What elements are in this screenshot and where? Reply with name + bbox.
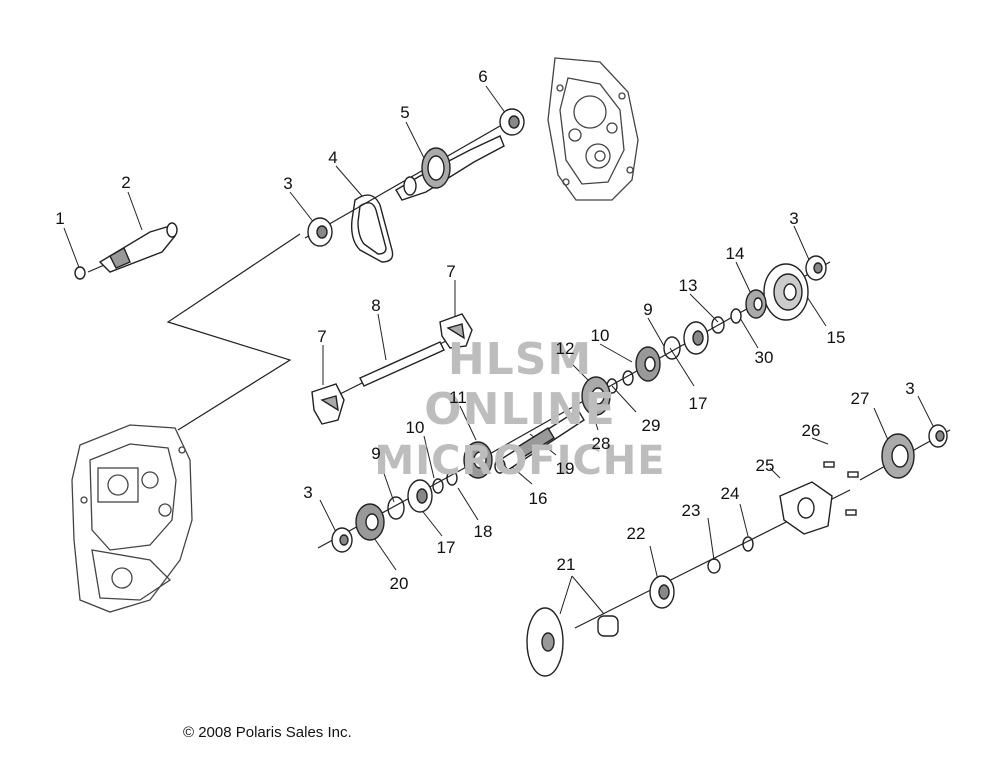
callout-23: 23 xyxy=(682,501,701,520)
callout-30: 30 xyxy=(755,348,774,367)
part-1-nut xyxy=(74,266,86,280)
part-4-drive-chain xyxy=(350,194,394,263)
callout-9: 9 xyxy=(643,300,652,319)
part-23-snap-ring xyxy=(707,558,721,574)
part-25-bearing-bracket xyxy=(779,481,833,535)
part-17-bearing-a xyxy=(683,321,709,355)
part-22-bearing xyxy=(649,575,675,609)
callout-28: 28 xyxy=(592,434,611,453)
callout-5: 5 xyxy=(400,103,409,122)
part-30-washer xyxy=(730,308,742,324)
part-3-bearing-a xyxy=(307,217,333,247)
callout-12: 12 xyxy=(556,339,575,358)
callout-29: 29 xyxy=(642,416,661,435)
callout-3: 3 xyxy=(303,483,312,502)
callout-7: 7 xyxy=(446,262,455,281)
callout-27: 27 xyxy=(851,389,870,408)
part-8-shift-rod xyxy=(359,341,445,387)
callout-labels: 1 2 3 4 5 6 7 7 8 3 14 13 9 10 12 15 30 … xyxy=(55,67,914,593)
callout-1: 1 xyxy=(55,209,64,228)
part-5-drive-gear-shaft xyxy=(395,135,505,201)
part-7-shift-fork-a xyxy=(311,383,345,425)
callout-20: 20 xyxy=(390,574,409,593)
part-29-ring xyxy=(622,370,634,386)
part-18-ring xyxy=(446,470,458,486)
part-6-bearing xyxy=(499,108,525,136)
part-7-shift-fork-b xyxy=(439,313,473,349)
callout-17: 17 xyxy=(689,394,708,413)
watermark-line-2: ONLINE xyxy=(424,384,616,435)
callout-24: 24 xyxy=(721,484,740,503)
part-15-gear xyxy=(763,263,809,321)
part-10-sprocket-a xyxy=(635,346,661,382)
callout-13: 13 xyxy=(679,276,698,295)
callout-19: 19 xyxy=(556,459,575,478)
watermark-line-1: HLSM xyxy=(448,334,592,385)
part-21-drive-clutch-sheave xyxy=(526,607,564,677)
part-9-washer-b xyxy=(387,496,405,520)
callout-22: 22 xyxy=(627,524,646,543)
part-3-bearing-b xyxy=(805,255,827,281)
callout-11: 11 xyxy=(449,388,467,407)
callout-8: 8 xyxy=(371,296,380,315)
callout-3: 3 xyxy=(283,174,292,193)
callout-17: 17 xyxy=(437,538,456,557)
part-27-gear xyxy=(881,433,915,479)
part-20-gear xyxy=(355,503,385,541)
part-26-bolts xyxy=(823,461,859,516)
callout-7: 7 xyxy=(317,327,326,346)
callout-21: 21 xyxy=(557,555,576,574)
part-17-bearing-b xyxy=(407,479,433,513)
callout-10: 10 xyxy=(591,326,610,345)
callout-16: 16 xyxy=(529,489,548,508)
callout-4: 4 xyxy=(328,148,337,167)
callout-10: 10 xyxy=(406,418,425,437)
part-28-gear xyxy=(581,376,611,416)
part-11-sprocket xyxy=(463,441,493,479)
callout-6: 6 xyxy=(478,67,487,86)
copyright-notice: © 2008 Polaris Sales Inc. xyxy=(183,724,352,741)
callout-15: 15 xyxy=(827,328,846,347)
callout-9: 9 xyxy=(371,444,380,463)
housing-main-case xyxy=(71,424,193,613)
callout-18: 18 xyxy=(474,522,493,541)
callout-26: 26 xyxy=(802,421,821,440)
part-24-washer xyxy=(742,536,754,552)
housing-right-cover xyxy=(547,57,639,201)
part-2-input-shaft xyxy=(98,222,178,273)
part-10-ring-b xyxy=(432,478,444,494)
callout-2: 2 xyxy=(121,173,130,192)
part-21-drive-clutch-hub xyxy=(597,615,619,637)
callout-14: 14 xyxy=(726,244,745,263)
part-13-snap-ring xyxy=(711,316,725,334)
part-9-washer-a xyxy=(663,336,681,360)
callout-3: 3 xyxy=(789,209,798,228)
part-3-bearing-c xyxy=(331,527,353,553)
part-14-dog-clutch xyxy=(745,289,767,319)
part-3-bearing-d xyxy=(928,424,948,448)
part-16-washer xyxy=(494,458,506,474)
watermark-line-3: MICROFICHE xyxy=(374,438,665,484)
callout-3: 3 xyxy=(905,379,914,398)
watermark: HLSM ONLINE MICROFICHE xyxy=(374,334,665,484)
callout-25: 25 xyxy=(756,456,775,475)
